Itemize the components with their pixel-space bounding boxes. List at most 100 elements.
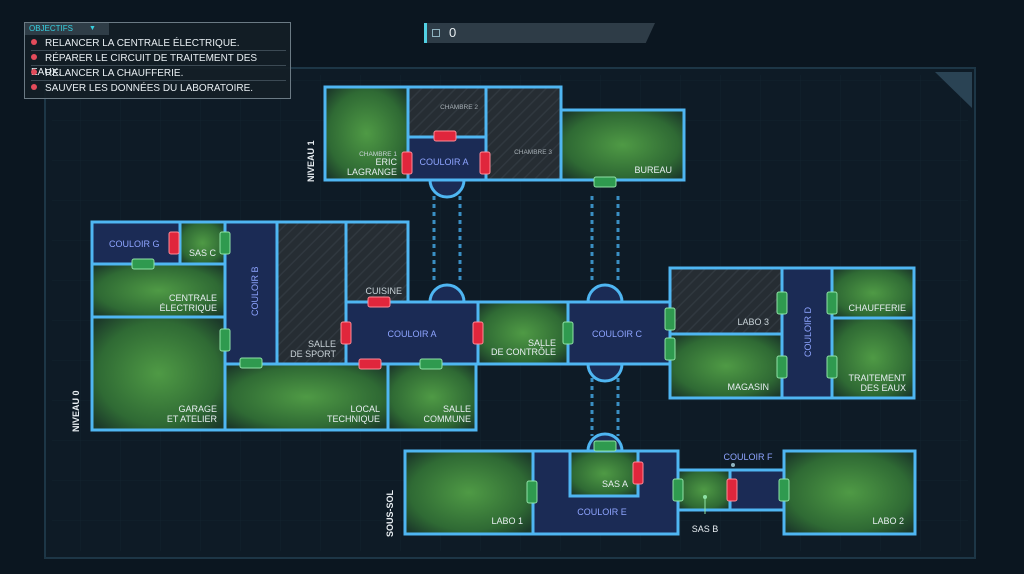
room-label: LOCAL — [350, 404, 380, 414]
room-label: ET ATELIER — [167, 414, 218, 424]
door-open[interactable] — [219, 328, 231, 352]
door-locked[interactable] — [472, 321, 484, 345]
stair-node — [586, 283, 624, 304]
room-label: CHAMBRE 1 — [359, 151, 397, 158]
score-bar: 0 — [424, 23, 655, 43]
chevron-down-icon[interactable]: ▼ — [89, 25, 96, 32]
door-open[interactable] — [664, 337, 676, 361]
objectives-panel: OBJECTIFS ▼ RELANCER LA CENTRALE ÉLECTRI… — [24, 22, 291, 99]
objective-item: SAUVER LES DONNÉES DU LABORATOIRE. — [31, 82, 286, 96]
room-label: ÉLECTRIQUE — [159, 303, 217, 313]
room-couloir-b[interactable] — [223, 220, 279, 366]
room-couloir-d[interactable] — [780, 266, 834, 400]
objective-text: RÉPARER LE CIRCUIT DE TRAITEMENT DES EAU… — [31, 53, 258, 78]
door-open[interactable] — [826, 355, 838, 379]
room-label: COMMUNE — [424, 414, 472, 424]
objectives-title: OBJECTIFS — [29, 24, 74, 33]
door-open[interactable] — [131, 258, 155, 270]
objective-text: RELANCER LA CENTRALE ÉLECTRIQUE. — [45, 38, 240, 49]
room-local-technique[interactable] — [223, 362, 390, 432]
doors — [131, 130, 838, 504]
door-open[interactable] — [826, 291, 838, 315]
room-traitement[interactable] — [830, 316, 916, 400]
door-open[interactable] — [672, 478, 684, 502]
room-label: CHAUFFERIE — [848, 303, 906, 313]
room-salle-commune[interactable] — [386, 362, 478, 432]
room-label: COULOIR E — [577, 507, 627, 517]
room-label: LABO 3 — [737, 317, 769, 327]
door-open[interactable] — [562, 321, 574, 345]
room-label: CENTRALE — [169, 293, 217, 303]
room-label: SALLE — [528, 338, 556, 348]
room-couloir-f[interactable] — [728, 468, 786, 512]
divider — [31, 50, 286, 51]
room-label: SALLE — [308, 339, 336, 349]
room-label: COULOIR A — [419, 157, 468, 167]
room-salle-controle[interactable] — [476, 300, 570, 366]
room-salle-sport[interactable] — [275, 220, 348, 366]
room-label: GARAGE — [178, 404, 217, 414]
room-garage[interactable] — [90, 315, 227, 432]
objective-item: RELANCER LA CENTRALE ÉLECTRIQUE. — [31, 37, 286, 51]
door-locked[interactable] — [726, 478, 738, 502]
door-locked[interactable] — [479, 151, 491, 175]
room-chaufferie[interactable] — [830, 266, 916, 320]
door-locked[interactable] — [168, 231, 180, 255]
objective-item: RÉPARER LE CIRCUIT DE TRAITEMENT DES EAU… — [31, 52, 286, 78]
door-locked[interactable] — [433, 130, 457, 142]
door-open[interactable] — [593, 176, 617, 188]
door-locked[interactable] — [358, 358, 382, 370]
door-locked[interactable] — [401, 151, 413, 175]
room-labo-1[interactable] — [403, 449, 535, 536]
room-label: ERIC — [375, 157, 397, 167]
door-open[interactable] — [526, 480, 538, 504]
room-sas-b[interactable] — [676, 468, 732, 512]
room-label: COULOIR F — [723, 452, 773, 462]
door-locked[interactable] — [340, 321, 352, 345]
score-value: 0 — [449, 25, 457, 40]
room-label: COULOIR G — [109, 239, 160, 249]
stair-node — [586, 362, 624, 383]
door-open[interactable] — [419, 358, 443, 370]
objectives-header[interactable]: OBJECTIFS ▼ — [25, 23, 109, 35]
door-locked[interactable] — [367, 296, 391, 308]
room-chambre-2[interactable] — [406, 85, 488, 139]
room-chambre-3[interactable] — [484, 85, 563, 182]
room-magasin[interactable] — [668, 332, 784, 400]
room-label: DES EAUX — [860, 383, 906, 393]
room-labo-2[interactable] — [782, 449, 917, 536]
level-1 — [323, 85, 686, 199]
room-sas-a[interactable] — [568, 449, 640, 498]
level-label-0: NIVEAU 0 — [71, 390, 81, 432]
level-label-1: NIVEAU 1 — [306, 140, 316, 182]
room-centrale[interactable] — [90, 262, 227, 319]
room-label: LABO 1 — [491, 516, 523, 526]
marker-dot — [731, 463, 735, 467]
door-open[interactable] — [219, 231, 231, 255]
door-open[interactable] — [593, 440, 617, 452]
door-locked[interactable] — [632, 461, 644, 485]
door-open[interactable] — [664, 307, 676, 331]
room-label: LAGRANGE — [347, 167, 397, 177]
level-0 — [90, 220, 916, 432]
frame-corner — [935, 72, 972, 108]
door-open[interactable] — [239, 357, 263, 369]
room-cuisine[interactable] — [344, 220, 410, 304]
room-label: COULOIR B — [250, 266, 260, 316]
room-label: TRAITEMENT — [849, 373, 907, 383]
objective-text: SAUVER LES DONNÉES DU LABORATOIRE. — [45, 83, 254, 94]
door-open[interactable] — [778, 478, 790, 502]
room-label: CHAMBRE 2 — [440, 104, 478, 111]
status-dot-icon — [31, 54, 37, 60]
door-open[interactable] — [776, 355, 788, 379]
room-bureau[interactable] — [559, 108, 686, 182]
room-label: CHAMBRE 3 — [514, 149, 552, 156]
door-open[interactable] — [776, 291, 788, 315]
objective-item: RELANCER LA CHAUFFERIE. — [31, 67, 286, 81]
room-chambre-1[interactable] — [323, 85, 410, 182]
room-label: SAS A — [602, 479, 628, 489]
room-label: TECHNIQUE — [327, 414, 380, 424]
divider — [31, 65, 286, 66]
room-label: COULOIR C — [592, 329, 643, 339]
room-label: COULOIR A — [387, 329, 436, 339]
